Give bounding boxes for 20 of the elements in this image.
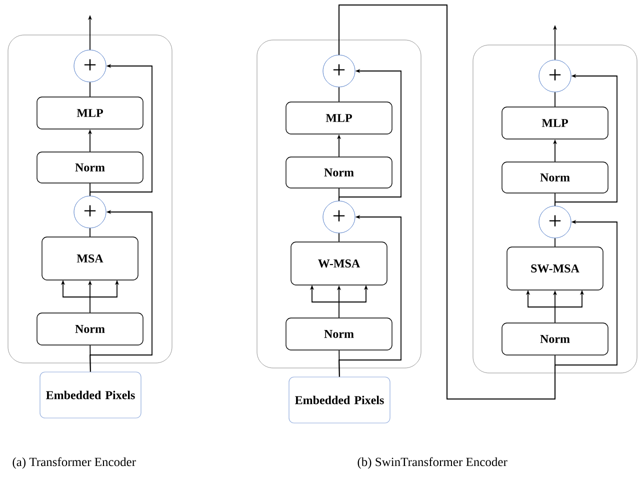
input-box: Embedded Pixels: [40, 372, 142, 418]
caption: (a) Transformer Encoder: [12, 457, 136, 469]
layer-box: Norm: [502, 162, 608, 194]
layer-box: SW-MSA: [506, 246, 604, 290]
layer-box: W-MSA: [290, 242, 388, 286]
encoder-block: [8, 34, 172, 364]
layer-box: Norm: [286, 318, 392, 350]
caption: (b) SwinTransformer Encoder: [358, 457, 508, 469]
arrow: [338, 4, 618, 400]
encoder-block: [472, 44, 638, 374]
layer-box: Norm: [36, 152, 144, 184]
layer-box: MLP: [36, 96, 144, 130]
layer-box: Norm: [286, 156, 392, 188]
layer-box: MSA: [42, 236, 138, 280]
input-box: Embedded Pixels: [288, 376, 390, 424]
encoder-block: [256, 40, 422, 368]
layer-box: Norm: [36, 312, 144, 346]
layer-box: MLP: [286, 102, 392, 134]
layer-box: Norm: [502, 322, 608, 356]
layer-box: MLP: [502, 106, 608, 140]
